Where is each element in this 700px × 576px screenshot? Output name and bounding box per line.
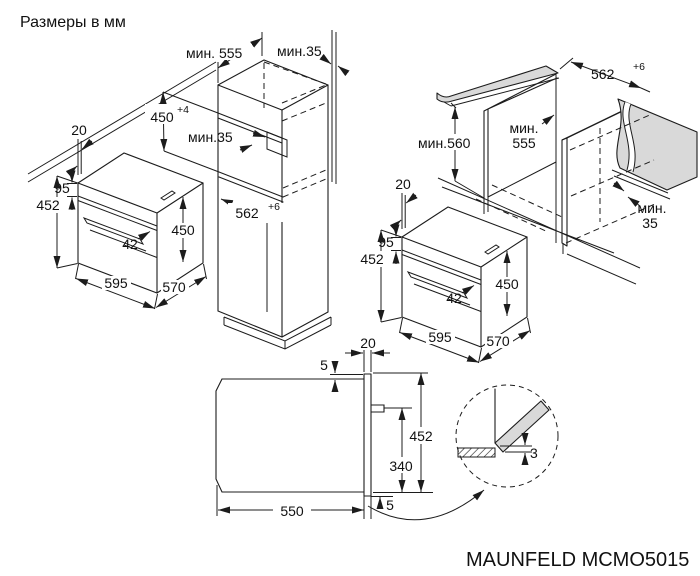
dim-column-niche-height: 450 bbox=[150, 109, 174, 125]
dim-front-door: 20 bbox=[360, 335, 376, 351]
dim-detail-clearance: 3 bbox=[530, 445, 538, 461]
dim-base-side-depth-1: мин. bbox=[509, 120, 538, 136]
page-title: Размеры в мм bbox=[20, 14, 126, 31]
dim-front-height: 452 bbox=[409, 428, 433, 444]
model-name: MAUNFELD MCMO5015 bbox=[466, 549, 689, 571]
dim-column-depth-tol: +6 bbox=[268, 201, 280, 213]
dim-front-top-gap: 5 bbox=[320, 357, 328, 373]
dim-base-worktop-depth: 562 bbox=[591, 66, 615, 82]
dim-column-vent-gap: мин.35 bbox=[188, 129, 233, 145]
base-cabinet-drawing: 562 +6 мин.560 мин. 555 мин. 35 bbox=[416, 57, 698, 285]
dim-base-side-depth-2: 555 bbox=[512, 135, 536, 151]
dim-column-depth: 562 bbox=[235, 205, 259, 221]
right-oven bbox=[359, 176, 531, 363]
door-detail-circle: 3 bbox=[455, 384, 559, 488]
open-door-edge bbox=[494, 400, 550, 453]
dim-column-niche-height-tol: +4 bbox=[177, 104, 189, 116]
side-section-view: 5 20 452 340 5 550 bbox=[215, 335, 485, 521]
dim-column-top-depth: мин. 555 bbox=[186, 45, 243, 61]
dim-base-rear-gap-1: мин. bbox=[637, 200, 666, 216]
dim-base-worktop-depth-tol: +6 bbox=[633, 61, 645, 73]
left-oven bbox=[35, 122, 207, 309]
dim-base-niche-height: мин.560 bbox=[418, 135, 471, 151]
dim-front-handle-height: 340 bbox=[389, 458, 413, 474]
dim-column-rear-top-gap: мин.35 bbox=[277, 43, 322, 59]
dim-base-rear-gap-2: 35 bbox=[642, 215, 658, 231]
dim-front-width: 550 bbox=[280, 503, 304, 519]
dim-front-bottom-gap: 5 bbox=[386, 497, 394, 513]
tall-cabinet-drawing: мин. 555 мин.35 450 +4 мин.35 562 +6 bbox=[27, 30, 350, 350]
